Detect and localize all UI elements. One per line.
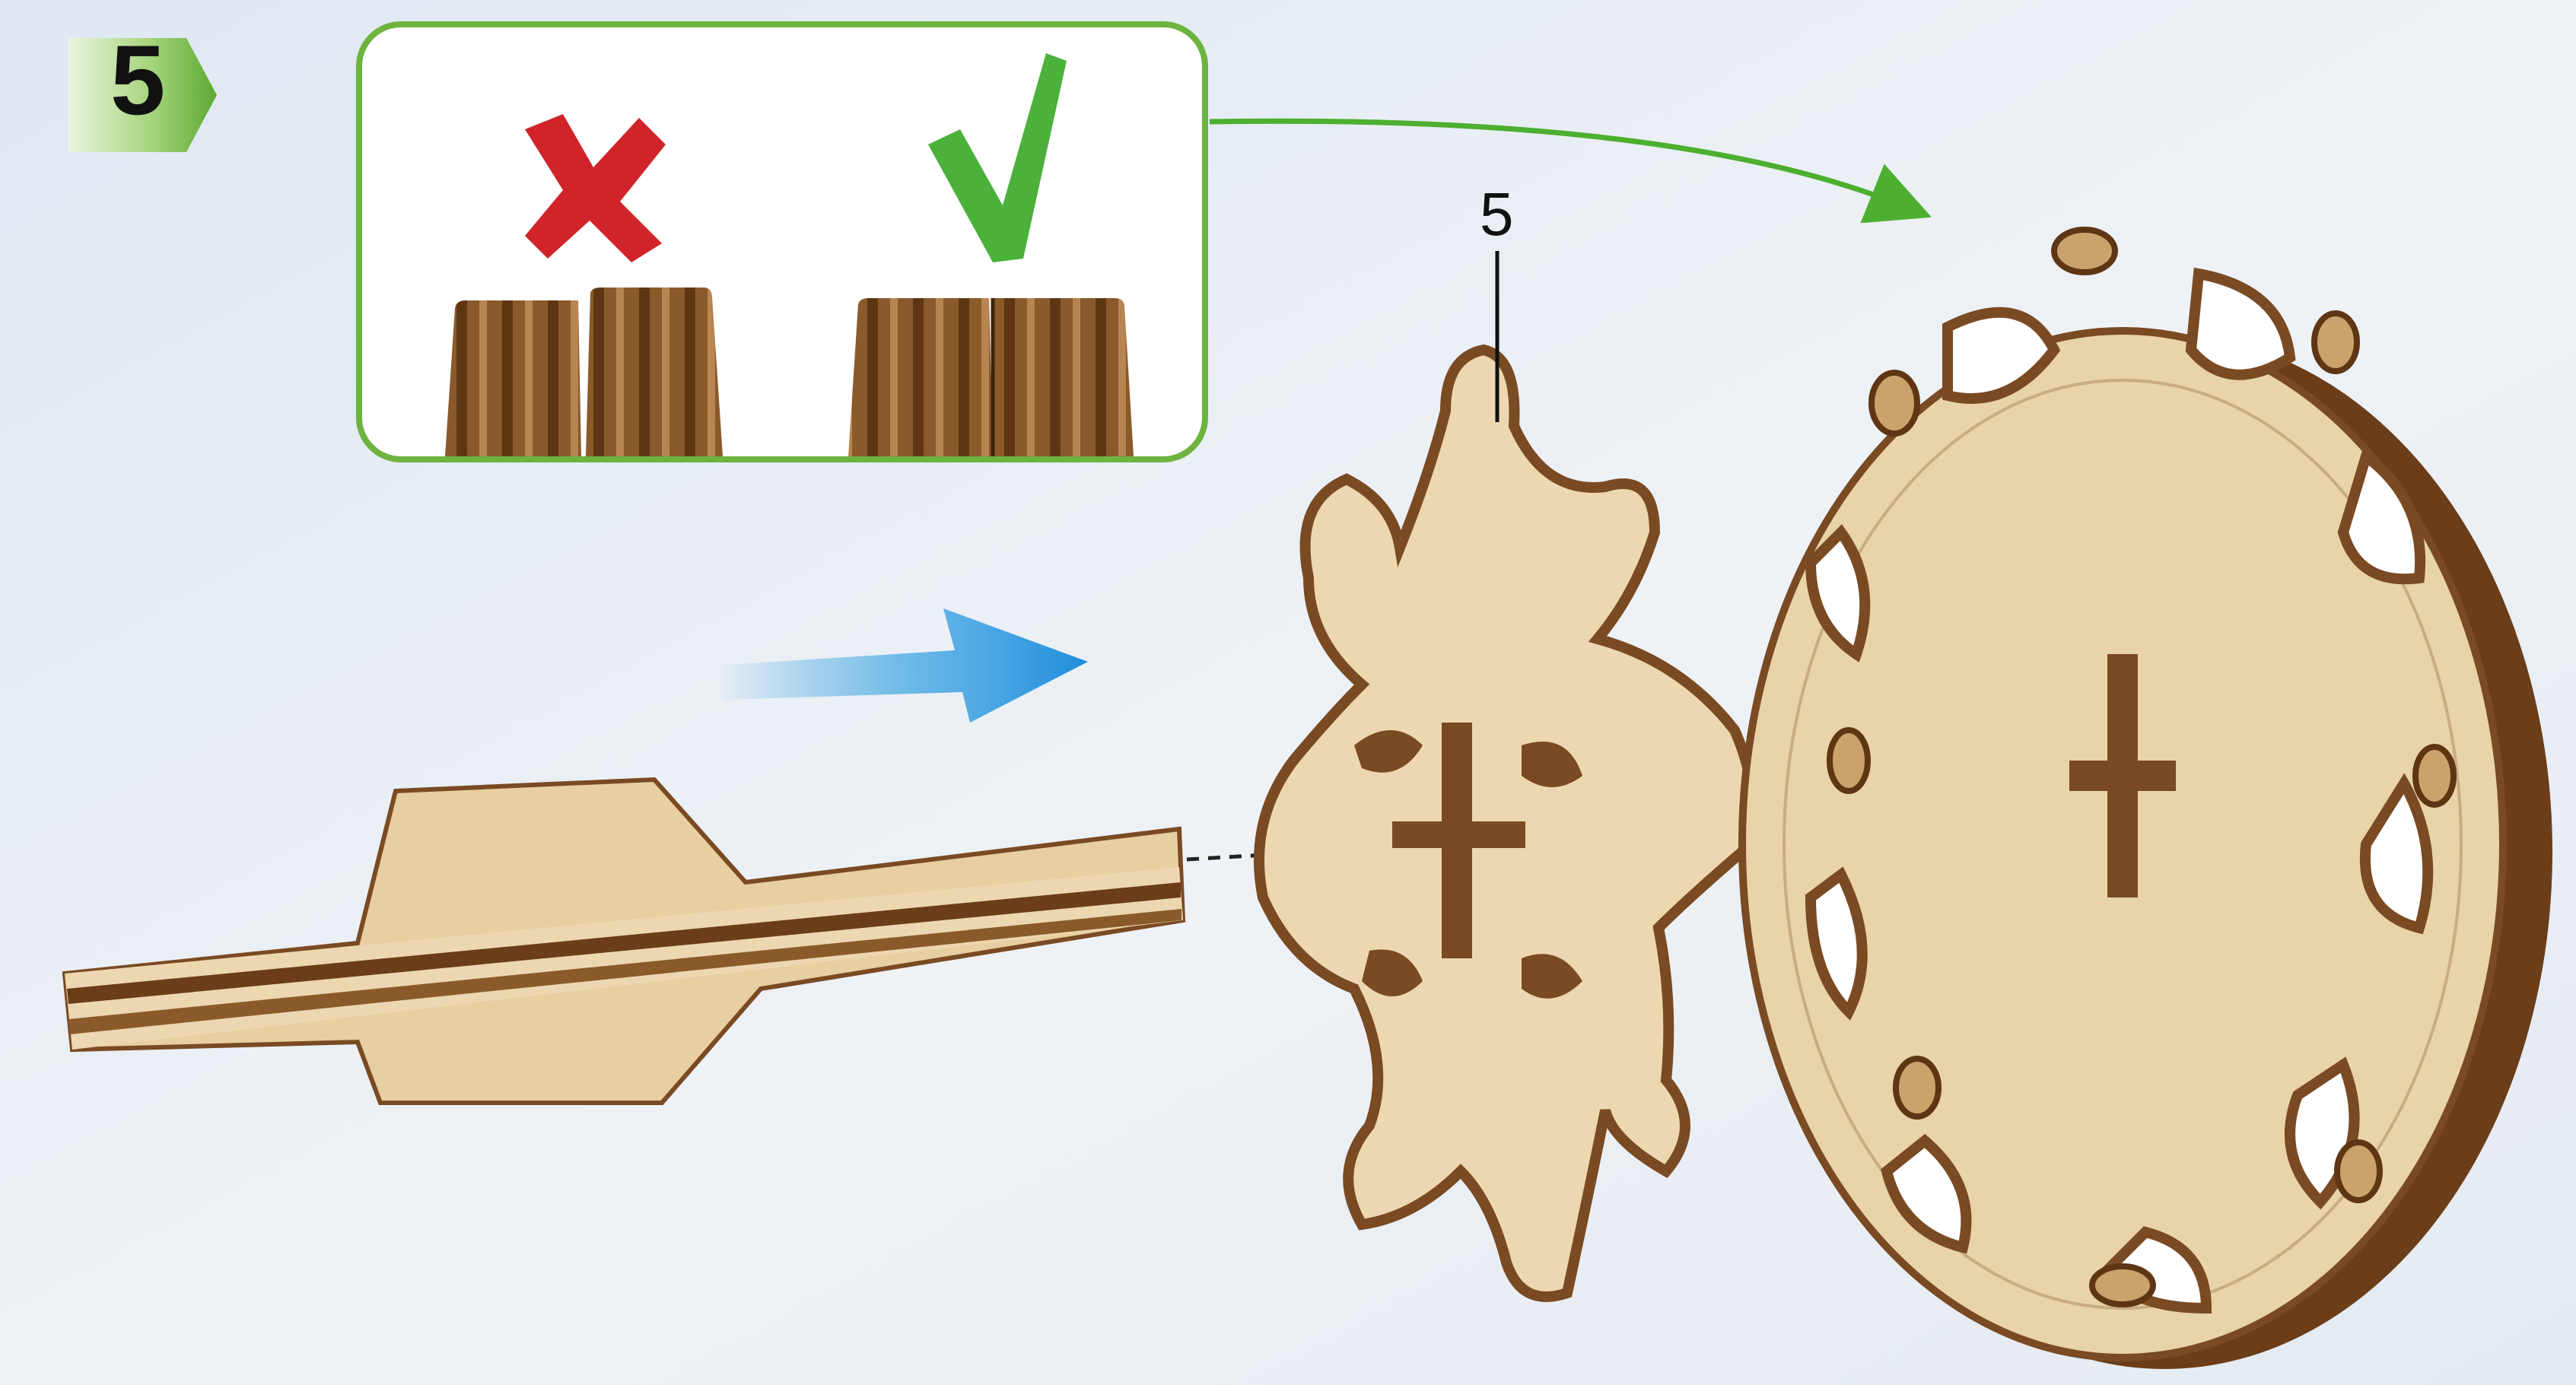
inset-panel	[359, 24, 1205, 459]
correct-example	[848, 298, 1134, 456]
part-number-label: 5	[1480, 184, 1514, 245]
step-number: 5	[110, 30, 165, 129]
